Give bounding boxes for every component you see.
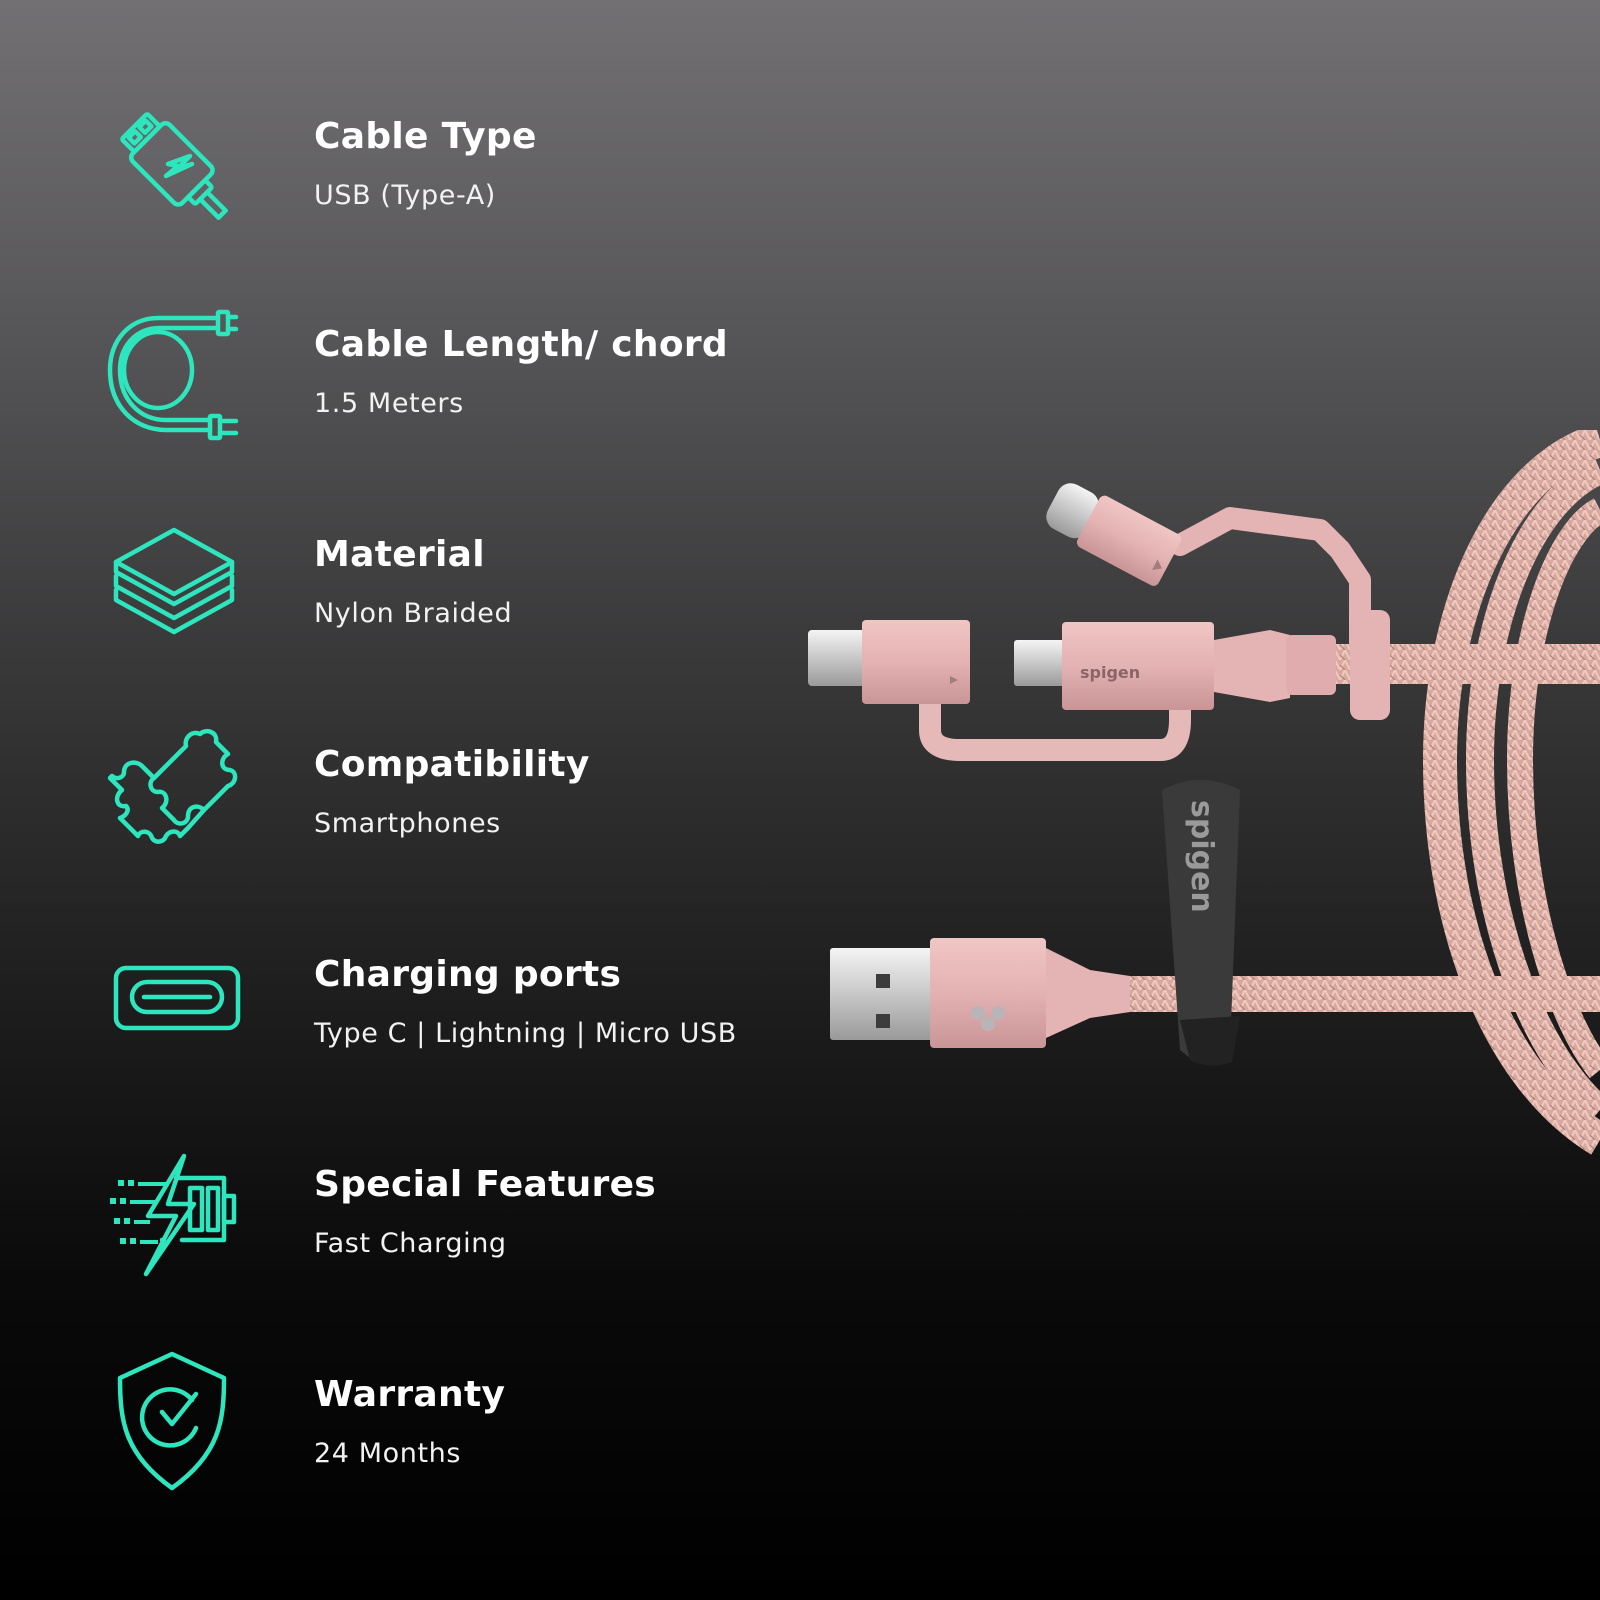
- feature-title: Warranty: [314, 1374, 506, 1415]
- product-image-cable: spigen spigen: [800, 423, 1600, 1160]
- coiled-cable-icon: [106, 306, 242, 442]
- feature-charging-ports: Charging ports Type C | Lightning | Micr…: [0, 936, 800, 1096]
- feature-list: Cable Type USB (Type-A) Cable Length/ ch…: [0, 98, 800, 1516]
- feature-value: Fast Charging: [314, 1228, 507, 1259]
- coiled-cable: [1422, 423, 1600, 1155]
- fast-charging-battery-icon: [106, 1146, 242, 1282]
- type-c-port-icon: [106, 936, 242, 1072]
- feature-value: USB (Type-A): [314, 180, 496, 211]
- feature-value: Type C | Lightning | Micro USB: [314, 1018, 737, 1049]
- feature-compatibility: Compatibility Smartphones: [0, 726, 800, 886]
- usb-plug-icon: [106, 98, 242, 234]
- puzzle-icon: [106, 726, 242, 862]
- feature-title: Compatibility: [314, 744, 590, 785]
- feature-title: Cable Type: [314, 116, 537, 157]
- feature-title: Cable Length/ chord: [314, 324, 728, 365]
- feature-title: Special Features: [314, 1164, 657, 1205]
- layers-icon: [106, 516, 242, 652]
- feature-cable-length: Cable Length/ chord 1.5 Meters: [0, 306, 800, 466]
- feature-value: 1.5 Meters: [314, 388, 464, 419]
- feature-value: Nylon Braided: [314, 598, 513, 629]
- feature-value: 24 Months: [314, 1438, 462, 1469]
- feature-special-features: Special Features Fast Charging: [0, 1146, 800, 1306]
- feature-cable-type: Cable Type USB (Type-A): [0, 98, 800, 258]
- shield-check-icon: [106, 1351, 242, 1492]
- feature-material: Material Nylon Braided: [0, 516, 800, 676]
- feature-title: Charging ports: [314, 954, 622, 995]
- feature-title: Material: [314, 534, 485, 575]
- feature-value: Smartphones: [314, 808, 501, 839]
- feature-warranty: Warranty 24 Months: [0, 1351, 800, 1516]
- spigen-logo-strap: spigen: [1184, 800, 1219, 913]
- velcro-strap: spigen: [1162, 780, 1240, 1066]
- spigen-logo-connector: spigen: [1080, 663, 1140, 682]
